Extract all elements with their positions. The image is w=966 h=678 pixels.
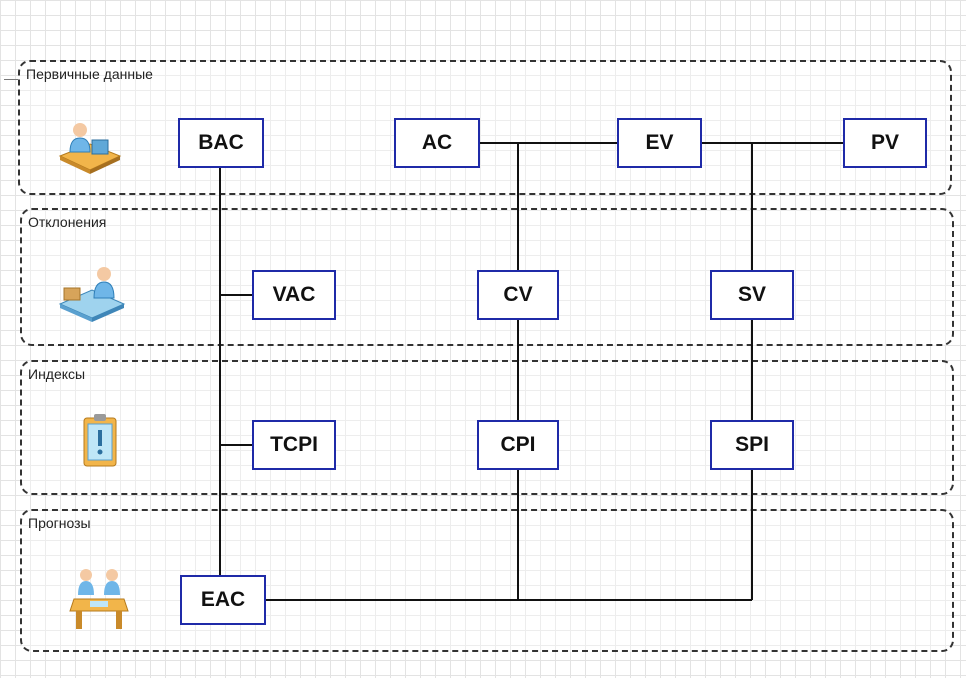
node-pv[interactable]: PV bbox=[843, 118, 927, 168]
clipboard-alert-icon bbox=[80, 412, 120, 475]
node-sv[interactable]: SV bbox=[710, 270, 794, 320]
node-cv[interactable]: CV bbox=[477, 270, 559, 320]
meeting-table-icon bbox=[68, 565, 130, 638]
node-tcpi[interactable]: TCPI bbox=[252, 420, 336, 470]
node-bac[interactable]: BAC bbox=[178, 118, 264, 168]
node-ac[interactable]: AC bbox=[394, 118, 480, 168]
node-cpi[interactable]: CPI bbox=[477, 420, 559, 470]
office-worker-at-desk-icon bbox=[56, 116, 126, 181]
worker-with-documents-icon bbox=[56, 262, 128, 329]
node-eac[interactable]: EAC bbox=[180, 575, 266, 625]
node-spi[interactable]: SPI bbox=[710, 420, 794, 470]
node-vac[interactable]: VAC bbox=[252, 270, 336, 320]
node-ev[interactable]: EV bbox=[617, 118, 702, 168]
